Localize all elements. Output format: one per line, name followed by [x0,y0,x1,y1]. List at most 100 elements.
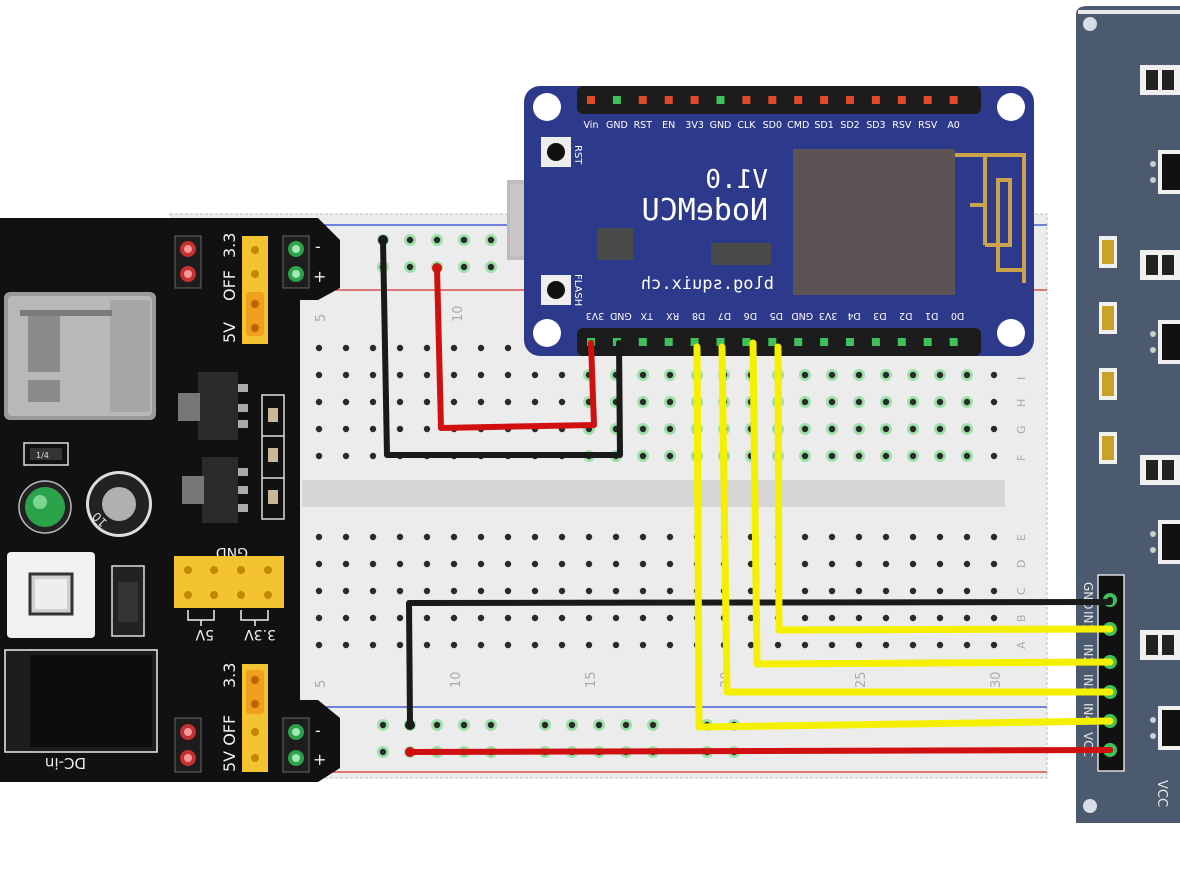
breadboard-hole[interactable] [585,587,593,595]
breadboard-hole[interactable] [637,396,649,408]
nodemcu-top-pin[interactable] [897,96,906,104]
breadboard-hole[interactable] [477,398,485,406]
breadboard-hole[interactable] [431,719,443,731]
flash-button[interactable] [541,275,571,305]
breadboard-hole[interactable] [342,452,350,460]
breadboard-hole[interactable] [450,533,458,541]
nodemcu-top-pin[interactable] [716,96,725,104]
breadboard-hole[interactable] [315,614,323,622]
breadboard-hole[interactable] [828,587,836,595]
breadboard-hole[interactable] [934,450,946,462]
breadboard-hole[interactable] [593,719,605,731]
breadboard-hole[interactable] [855,641,863,649]
breadboard-hole[interactable] [639,533,647,541]
breadboard-hole[interactable] [853,450,865,462]
breadboard-hole[interactable] [936,587,944,595]
breadboard-hole[interactable] [423,641,431,649]
breadboard-hole[interactable] [990,371,998,379]
nodemcu-top-pin[interactable] [768,96,777,104]
breadboard-hole[interactable] [666,587,674,595]
breadboard-hole[interactable] [909,587,917,595]
breadboard-hole[interactable] [369,533,377,541]
breadboard-hole[interactable] [882,533,890,541]
nodemcu-bottom-pin[interactable] [638,338,647,346]
nodemcu-bottom-pin[interactable] [794,338,803,346]
breadboard-hole[interactable] [853,423,865,435]
breadboard-hole[interactable] [369,371,377,379]
breadboard-hole[interactable] [531,371,539,379]
nodemcu-top-pin[interactable] [612,96,621,104]
breadboard-hole[interactable] [531,641,539,649]
breadboard-hole[interactable] [801,533,809,541]
breadboard-hole[interactable] [431,234,443,246]
breadboard-hole[interactable] [458,261,470,273]
breadboard-hole[interactable] [801,641,809,649]
breadboard-hole[interactable] [963,587,971,595]
nodemcu-bottom-pin[interactable] [716,338,725,346]
nodemcu-bottom-pin[interactable] [768,338,777,346]
breadboard-hole[interactable] [531,533,539,541]
breadboard-hole[interactable] [880,423,892,435]
breadboard-hole[interactable] [558,371,566,379]
breadboard-hole[interactable] [342,425,350,433]
breadboard-hole[interactable] [855,533,863,541]
breadboard-hole[interactable] [639,560,647,568]
breadboard-hole[interactable] [855,587,863,595]
nodemcu-top-pin[interactable] [587,96,595,104]
breadboard-hole[interactable] [855,560,863,568]
breadboard-hole[interactable] [477,560,485,568]
breadboard-hole[interactable] [990,533,998,541]
breadboard-hole[interactable] [504,533,512,541]
breadboard-hole[interactable] [477,614,485,622]
breadboard-hole[interactable] [485,234,497,246]
breadboard-hole[interactable] [342,560,350,568]
breadboard-hole[interactable] [963,614,971,622]
nodemcu-top-pin[interactable] [949,96,958,104]
nodemcu-bottom-pin[interactable] [846,338,854,346]
breadboard-hole[interactable] [504,614,512,622]
breadboard-hole[interactable] [882,614,890,622]
breadboard-hole[interactable] [826,450,838,462]
breadboard-hole[interactable] [423,344,431,352]
breadboard-hole[interactable] [990,641,998,649]
bottom-voltage-jumper[interactable] [242,664,268,772]
breadboard-hole[interactable] [315,425,323,433]
breadboard-hole[interactable] [664,369,676,381]
breadboard-hole[interactable] [907,423,919,435]
breadboard-hole[interactable] [423,398,431,406]
breadboard-hole[interactable] [369,344,377,352]
breadboard-hole[interactable] [880,396,892,408]
breadboard-hole[interactable] [799,396,811,408]
breadboard-hole[interactable] [666,560,674,568]
breadboard-hole[interactable] [369,560,377,568]
nodemcu-top-pin[interactable] [923,96,932,104]
nodemcu-bottom-pin[interactable] [897,338,906,346]
breadboard-hole[interactable] [585,614,593,622]
breadboard-hole[interactable] [882,641,890,649]
breadboard-hole[interactable] [853,396,865,408]
breadboard-hole[interactable] [882,587,890,595]
top-voltage-jumper[interactable] [242,236,268,344]
breadboard-hole[interactable] [485,719,497,731]
breadboard-hole[interactable] [396,560,404,568]
nodemcu-bottom-pin[interactable] [923,338,932,346]
breadboard-hole[interactable] [882,560,890,568]
breadboard-hole[interactable] [585,533,593,541]
breadboard-hole[interactable] [450,371,458,379]
breadboard-hole[interactable] [423,371,431,379]
breadboard-hole[interactable] [612,533,620,541]
breadboard-hole[interactable] [423,614,431,622]
breadboard-hole[interactable] [826,423,838,435]
breadboard-hole[interactable] [504,344,512,352]
breadboard-hole[interactable] [963,560,971,568]
breadboard-hole[interactable] [369,398,377,406]
breadboard-hole[interactable] [396,344,404,352]
breadboard-hole[interactable] [450,560,458,568]
nodemcu-bottom-pin[interactable] [690,338,699,346]
breadboard-hole[interactable] [990,587,998,595]
breadboard-hole[interactable] [396,425,404,433]
breadboard-hole[interactable] [377,746,389,758]
breadboard-hole[interactable] [936,560,944,568]
breadboard-hole[interactable] [531,614,539,622]
breadboard-hole[interactable] [637,423,649,435]
